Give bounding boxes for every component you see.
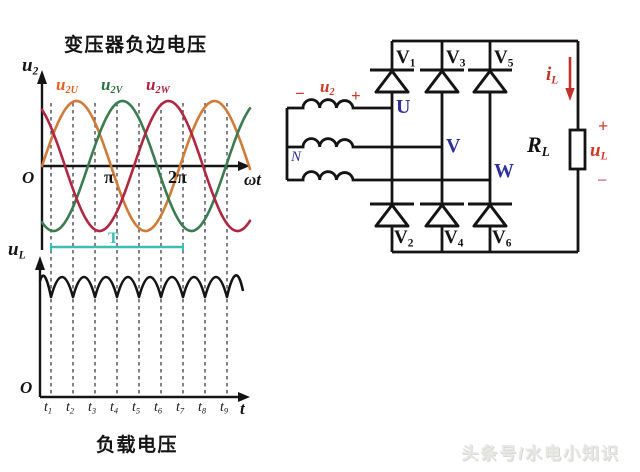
load-voltage-curve [38,274,245,299]
tick-label-t5: t5 [132,400,141,416]
diode-label-v2: V2 [394,227,414,250]
diode-label-v4: V4 [444,227,464,250]
tick-label-t3: t3 [88,400,97,416]
tick-2pi: 2π [168,167,187,187]
load-resistor-symbol [568,128,587,171]
diode-label-v3: V3 [446,47,466,70]
load-plus-sign: + [598,116,609,136]
tick-label-t6: t6 [154,400,163,416]
secondary-voltage-label: u2 [320,77,335,99]
axis-arrowheads [35,70,250,402]
secondary-minus-sign: − [295,84,305,103]
neutral-label-n: N [291,149,302,165]
load-voltage-label: uL [590,140,608,163]
diode-v6-symbol [468,202,512,228]
winding-w-coil [287,170,490,182]
tick-label-t1: t1 [44,400,53,416]
watermark: 头条号/水电小知识 [461,444,620,463]
diode-label-v1: V1 [396,47,416,70]
series-label-u2U: u2U [56,75,78,97]
winding-v-coil [287,137,442,149]
bottom-x-axis-label: t [240,399,245,418]
diode-v4-symbol [420,202,464,228]
period-marker-label: T [108,230,119,247]
bottom-y-axis-label: uL [8,239,26,262]
diode-v5-symbol [468,68,512,94]
load-current-arrow [565,57,575,101]
winding-u-coil [287,98,392,110]
top-x-axis-label: ωt [244,170,262,189]
node-label-v: V [446,135,461,157]
tick-label-t8: t8 [198,400,207,416]
diode-label-v6: V6 [492,227,512,250]
curve-u2U [40,99,252,233]
top-y-axis-label: u2 [22,55,39,78]
bottom-chart-title: 负载电压 [96,435,179,456]
bottom-origin-label: O [20,378,33,397]
secondary-plus-sign: + [351,86,361,105]
tick-label-t7: t7 [176,400,185,416]
chart-axes [38,82,240,399]
tick-label-t4: t4 [110,400,119,416]
diode-v2-symbol [370,202,414,228]
tick-label-t9: t9 [220,400,229,416]
top-origin-label: O [22,168,35,187]
load-resistor-label: RL [527,132,550,159]
series-label-u2V: u2V [101,75,123,97]
top-chart-title: 变压器负边电压 [64,35,208,56]
tick-label-t2: t2 [66,400,75,416]
diode-v1-symbol [370,68,414,94]
diode-label-v5: V5 [494,47,514,70]
node-label-u: U [396,96,411,118]
commutation-gridlines [50,103,228,397]
curve-u2W [40,99,252,233]
tick-pi: π [104,167,114,187]
period-marker-bar [50,243,184,251]
load-minus-sign: − [597,170,608,190]
series-label-u2W: u2W [146,75,170,97]
node-label-w: W [494,160,514,182]
phase-voltage-curves [40,99,252,233]
diode-v3-symbol [420,68,464,94]
load-current-label: iL [546,64,559,87]
